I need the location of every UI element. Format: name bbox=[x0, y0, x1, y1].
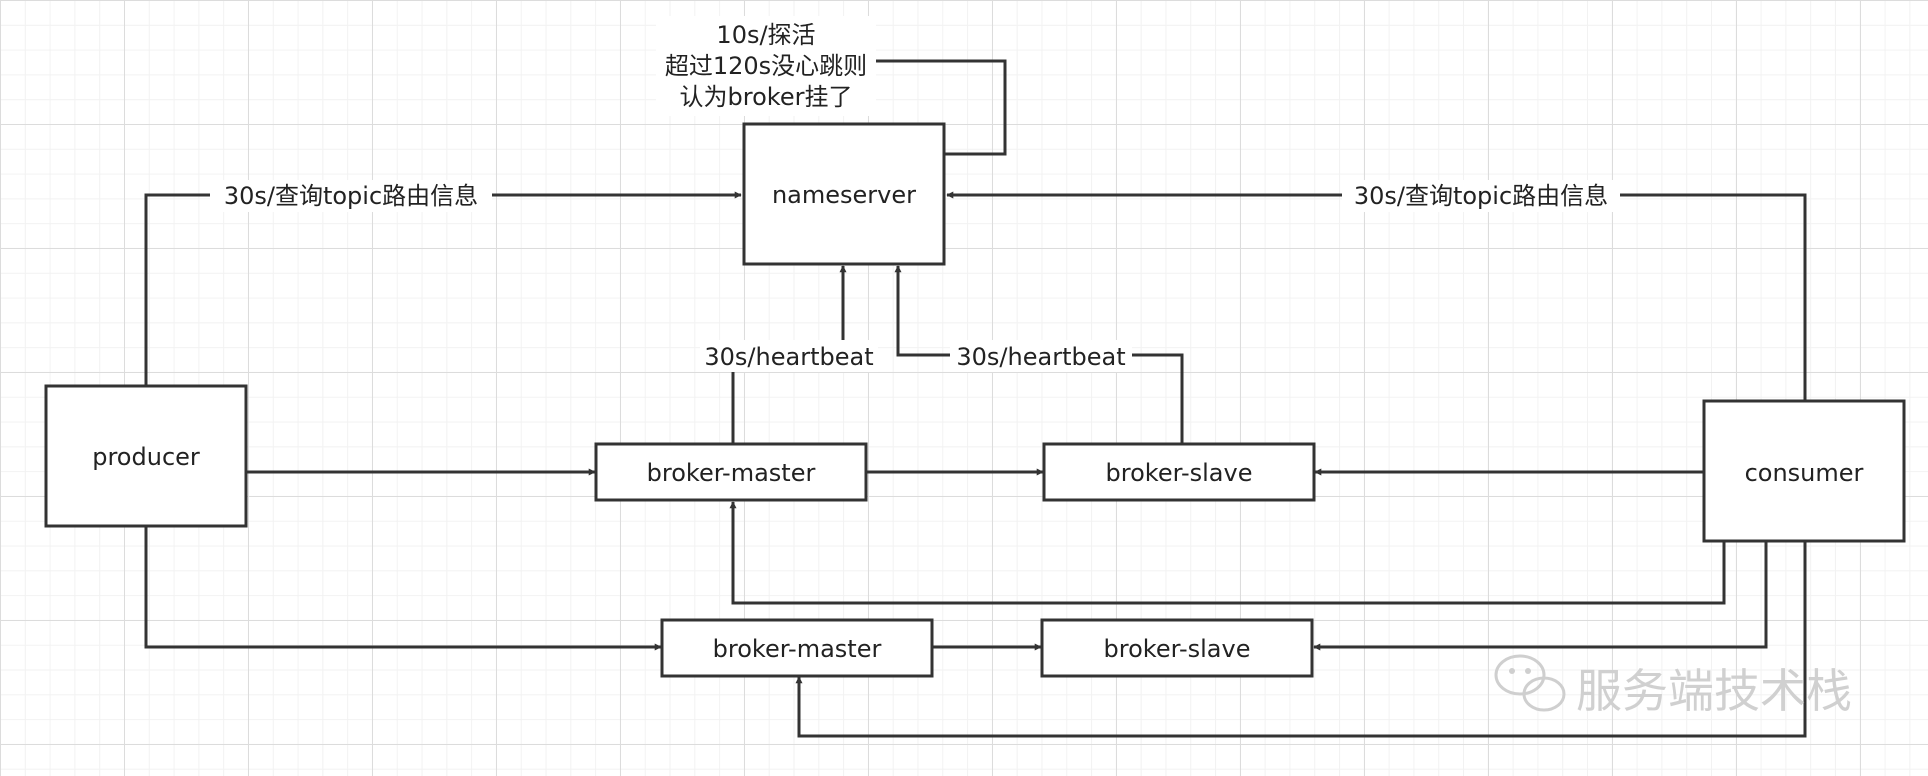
consumer-to-nameserver-edge bbox=[946, 191, 1807, 400]
consumer-label: consumer bbox=[1745, 459, 1864, 487]
slave-heartbeat-label: 30s/heartbeat bbox=[956, 343, 1125, 371]
producer-label: producer bbox=[92, 443, 200, 471]
producer-to-nameserver-edge bbox=[144, 191, 742, 385]
broker-slave-node-1: broker-slave bbox=[1042, 442, 1316, 502]
broker-slave-label-2: broker-slave bbox=[1104, 635, 1251, 663]
watermark-text: 服务端技术栈 bbox=[1576, 664, 1852, 718]
consumer-to-master1-edge bbox=[729, 501, 1726, 605]
consumer-to-master2-edge bbox=[795, 542, 1807, 738]
watermark: 服务端技术栈 bbox=[1494, 654, 1852, 718]
nameserver-node: nameserver bbox=[742, 122, 946, 266]
master-heartbeat-label: 30s/heartbeat bbox=[704, 343, 873, 371]
consumer-node: consumer bbox=[1702, 399, 1906, 543]
broker-slave-label-1: broker-slave bbox=[1106, 459, 1253, 487]
producer-query-label: 30s/查询topic路由信息 bbox=[224, 182, 478, 210]
broker-slave-node-2: broker-slave bbox=[1040, 618, 1314, 678]
probe-label-line3: 认为broker挂了 bbox=[680, 83, 853, 111]
broker-master-node-2: broker-master bbox=[660, 618, 934, 678]
broker-master-label-1: broker-master bbox=[647, 459, 816, 487]
broker-master-node-1: broker-master bbox=[594, 442, 868, 502]
consumer-to-slave2-edge bbox=[1313, 542, 1768, 651]
nameserver-label: nameserver bbox=[772, 181, 916, 209]
probe-label-line2: 超过120s没心跳则 bbox=[665, 52, 867, 80]
producer-node: producer bbox=[44, 384, 248, 528]
broker-master-label-2: broker-master bbox=[713, 635, 882, 663]
producer-to-master2-edge bbox=[144, 527, 662, 651]
nameserver-probe-loop bbox=[876, 59, 1007, 156]
probe-label-line1: 10s/探活 bbox=[716, 21, 815, 49]
wechat-icon bbox=[1494, 654, 1566, 712]
consumer-query-label: 30s/查询topic路由信息 bbox=[1354, 182, 1608, 210]
